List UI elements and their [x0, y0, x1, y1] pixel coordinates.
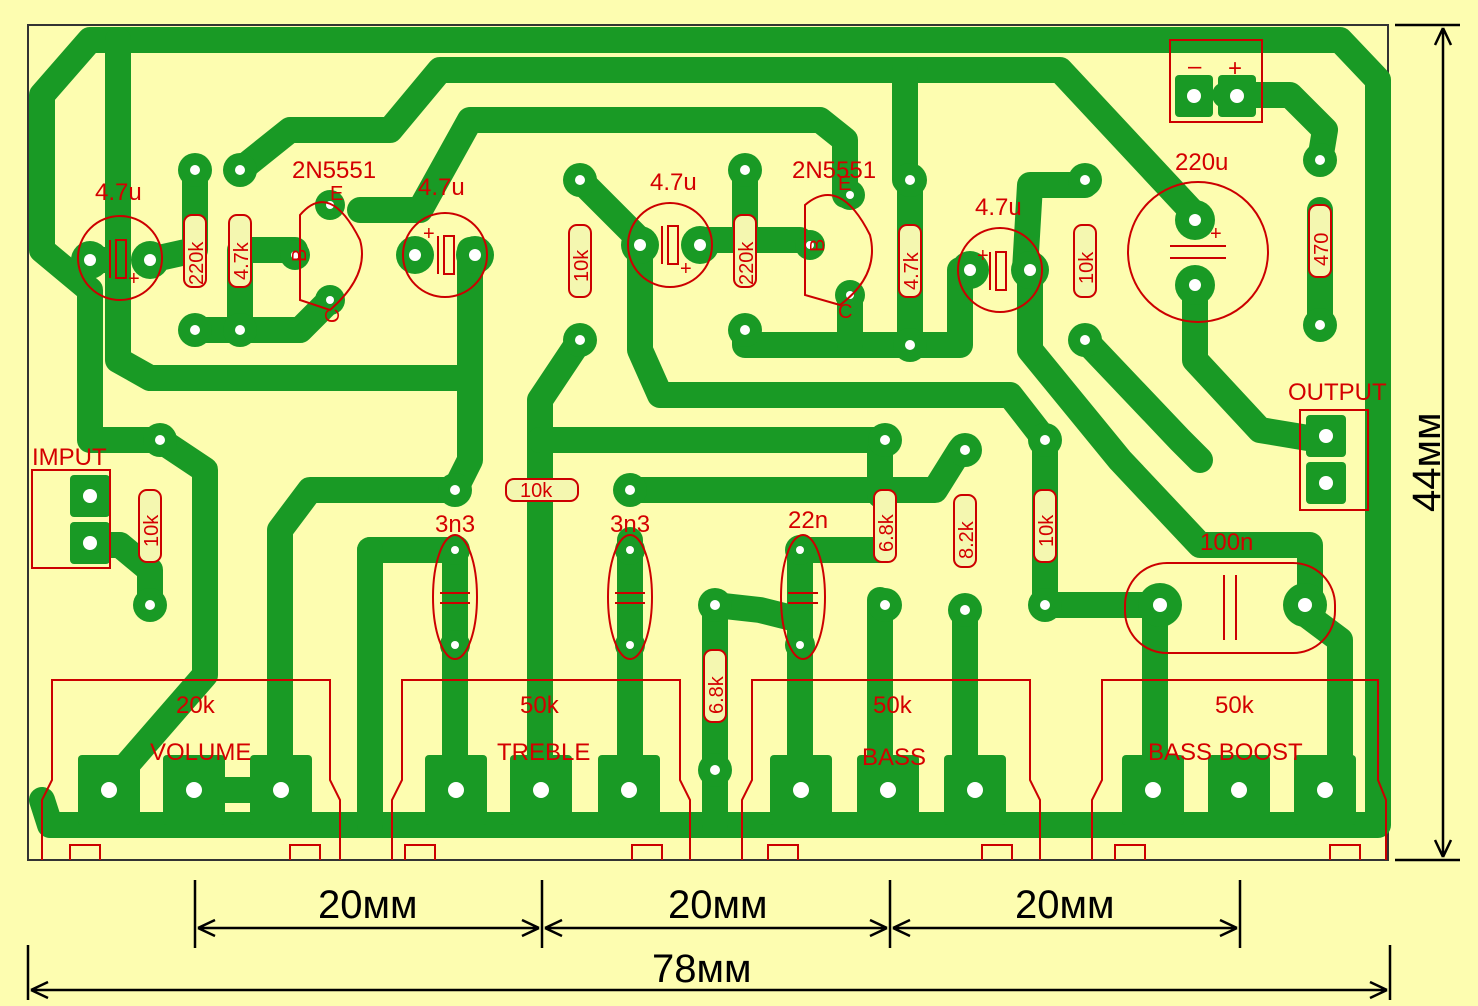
res-label-r4: 220k — [736, 241, 758, 285]
pin-b-q1: B — [289, 249, 311, 262]
dim-label-spacing-1: 20мм — [318, 883, 418, 927]
polarity-plus-c2: + — [423, 223, 435, 245]
cap-label-c2: 4.7u — [418, 174, 465, 201]
pot-name-bass: BASS — [862, 744, 926, 771]
output-label: OUTPUT — [1288, 379, 1387, 406]
cap-label-c5: 220u — [1175, 149, 1228, 176]
pot-name-bass-boost: BASS BOOST — [1148, 739, 1303, 766]
res-label-r13: 6.8k — [706, 675, 728, 714]
component-pads — [70, 75, 1356, 825]
res-label-r8: 10k — [520, 480, 553, 502]
cap-label-c3: 4.7u — [650, 169, 697, 196]
cap-label-c9: 100n — [1200, 529, 1253, 556]
res-label-r1: 220k — [186, 241, 208, 285]
pin-e-q1: E — [330, 183, 343, 205]
pot-value-volume: 20k — [176, 692, 216, 719]
cap-label-c4: 4.7u — [975, 194, 1022, 221]
polarity-plus-c1: + — [128, 268, 140, 290]
pin-c-q2: C — [838, 301, 852, 323]
cap-label-c8: 22n — [788, 507, 828, 534]
res-label-r7: 470 — [1311, 233, 1333, 266]
res-label-r5: 4.7k — [901, 251, 923, 290]
dimension-annotations: 20мм 20мм 20мм 78мм 44мм — [26, 23, 1460, 1000]
component-labels: 4.7u 4.7u 4.7u 4.7u 220u 3n3 3n3 22n 100… — [32, 53, 1387, 771]
dim-label-spacing-2: 20мм — [668, 883, 768, 927]
res-label-r9: 10k — [141, 514, 163, 547]
power-plus-label: + — [1228, 55, 1242, 82]
pot-value-treble: 50k — [520, 692, 560, 719]
dim-label-spacing-3: 20мм — [1015, 883, 1115, 927]
input-label: IMPUT — [32, 444, 107, 471]
dim-label-height: 44мм — [1405, 413, 1449, 513]
polarity-plus-c3: + — [680, 258, 692, 280]
polarity-plus-c4: + — [977, 245, 989, 267]
res-label-r10: 6.8k — [876, 513, 898, 552]
pot-name-volume: VOLUME — [150, 739, 251, 766]
res-label-r2: 4.7k — [231, 241, 253, 280]
pot-name-treble: TREBLE — [497, 739, 590, 766]
pot-value-bass-boost: 50k — [1215, 692, 1255, 719]
res-label-r11: 8.2k — [956, 520, 978, 559]
cap-label-c6: 3n3 — [435, 511, 475, 538]
transistor-label-q1: 2N5551 — [292, 157, 376, 184]
res-label-r12: 10k — [1036, 514, 1058, 547]
power-minus-label: – — [1188, 53, 1202, 80]
res-label-r3: 10k — [571, 249, 593, 282]
pin-b-q2: B — [807, 239, 829, 252]
res-label-r6: 10k — [1076, 251, 1098, 284]
pin-e-q2: E — [838, 173, 851, 195]
silkscreen-outlines — [31, 39, 1387, 860]
cap-label-c1: 4.7u — [95, 179, 142, 206]
pin-c-q1: C — [322, 309, 344, 323]
pot-value-bass: 50k — [873, 692, 913, 719]
polarity-plus-c5: + — [1210, 223, 1222, 245]
cap-label-c7: 3n3 — [610, 511, 650, 538]
dim-label-width: 78мм — [652, 947, 752, 991]
transistor-label-q2: 2N5551 — [792, 157, 876, 184]
